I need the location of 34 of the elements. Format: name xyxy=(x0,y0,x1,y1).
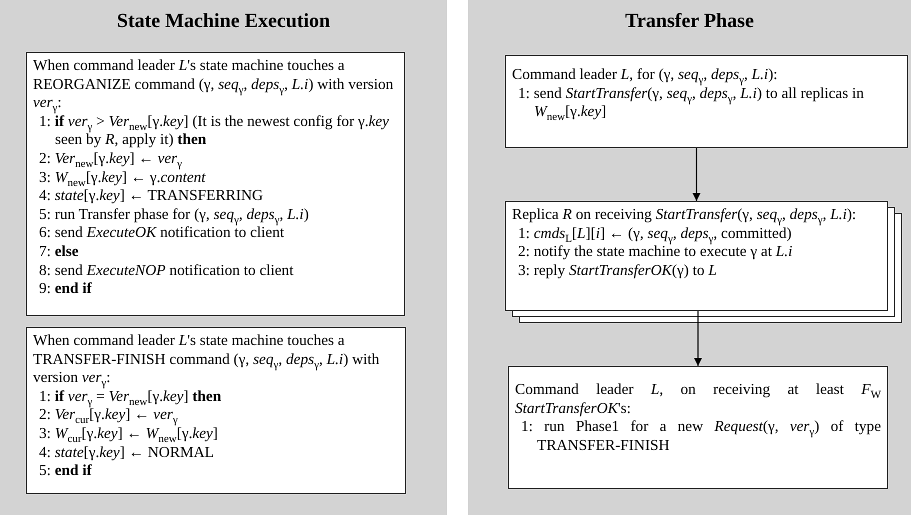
panel-background xyxy=(0,0,447,515)
algorithm-line: 5: end if xyxy=(38,462,93,481)
algorithm-line: 3: reply StartTransferOK(γ) to L xyxy=(517,262,718,280)
algorithm-line: 4: state[γ.key] ← NORMAL xyxy=(38,444,216,462)
arrow xyxy=(692,148,700,201)
algorithm-line: 4: state[γ.key] ← TRANSFERRING xyxy=(38,187,264,206)
algorithm-line: 7: else xyxy=(38,242,80,262)
algorithm-line: 1: send StartTransfer(γ, seq$_{γ}$, deps$_{γ}$, L.i) to all replicas in W$_{new}$[γ.key] xyxy=(517,84,865,122)
algorithm-line: 1: run Phase1 for a new Request(γ, ver$_{γ}$) of type TRANSFER-FINISH xyxy=(520,418,881,456)
arrow xyxy=(694,311,702,366)
algorithm-line: 1: cmds$_{L}$[L][i] ← (γ, seq$_{γ}$, deps$_{γ}$, committed) xyxy=(517,224,793,244)
algorithm-line: 2: Ver$_{cur}$[γ.key] ← ver$_{γ}$ xyxy=(38,406,179,425)
panel-title: State Machine Execution xyxy=(116,10,332,33)
algorithm-box xyxy=(505,201,888,311)
algorithm-line: 9: end if xyxy=(38,280,93,299)
algorithm-box xyxy=(26,327,406,494)
algorithm-box xyxy=(508,366,888,489)
algorithm-line: 2: notify the state machine to execute γ at L.i xyxy=(517,243,794,262)
algorithm-line: 8: send ExecuteNOP notification to client xyxy=(38,262,294,280)
algorithm-box xyxy=(26,52,405,316)
box-heading: When command leader L's state machine touches a REORGANIZE command (γ, seq$_{γ}$, deps$_{γ}$, L.i) with version ver$_{γ}$: xyxy=(33,57,394,113)
algorithm-line: 6: send ExecuteOK notification to client xyxy=(38,224,286,243)
algorithm-line: 3: W$_{cur}$[γ.key] ← W$_{new}$[γ.key] xyxy=(38,424,219,444)
algorithm-line: 2: Ver$_{new}$[γ.key] ← ver$_{γ}$ xyxy=(38,150,183,169)
algorithm-line: 5: run Transfer phase for (γ, seq$_{γ}$, deps$_{γ}$, L.i) xyxy=(38,206,310,224)
algorithm-box xyxy=(505,55,908,148)
algorithm-line: 1: if ver$_{γ}$ = Ver$_{new}$[γ.key] then xyxy=(38,388,222,406)
algorithm-line: 3: W$_{new}$[γ.key] ← γ.content xyxy=(38,168,207,188)
box-heading: Replica R on receiving StartTransfer(γ, seq$_{γ}$, deps$_{γ}$, L.i): xyxy=(512,206,858,225)
box-heading: Command leader L, on receiving at least F$_{W}$ StartTransferOK's: xyxy=(515,381,881,418)
panel-background xyxy=(468,0,911,515)
box-heading: When command leader L's state machine touches a TRANSFER-FINISH command (γ, seq$_{γ}$, deps$_{γ}$, L.i) with version ver$_{γ}$: xyxy=(33,332,380,388)
box-heading: Command leader L, for (γ, seq$_{γ}$, deps$_{γ}$, L.i): xyxy=(512,66,779,85)
panel-title: Transfer Phase xyxy=(624,10,755,33)
